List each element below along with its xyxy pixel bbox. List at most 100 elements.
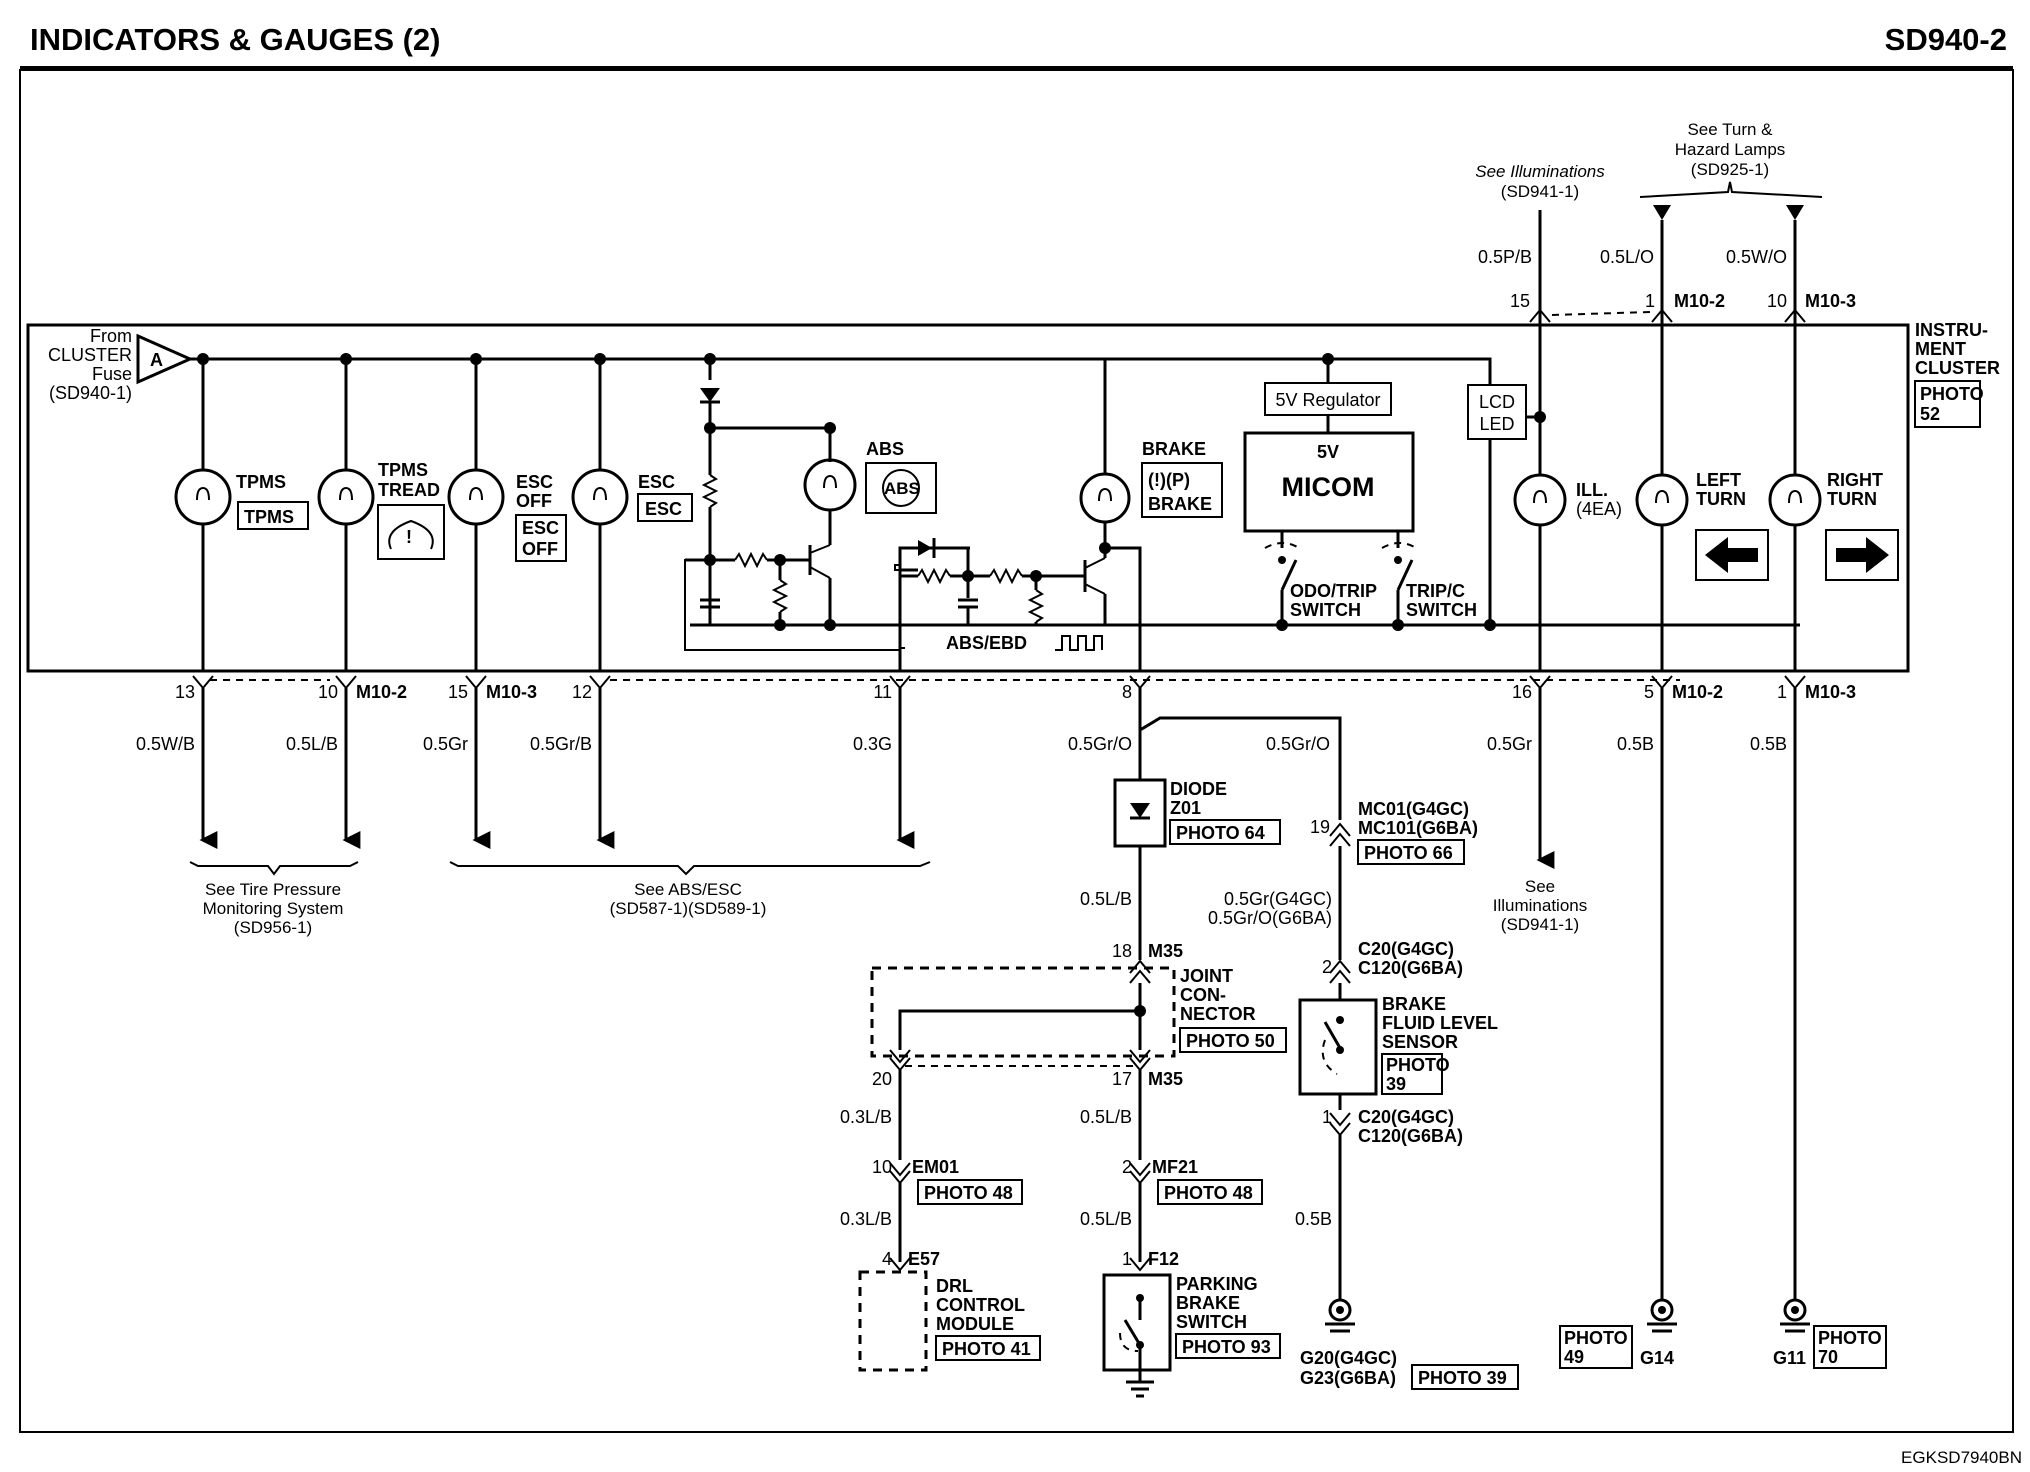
esc-off-badge-1: ESC (522, 518, 559, 538)
resistor-symbol (771, 579, 789, 613)
bulb-filament (593, 486, 607, 501)
tripc-switch-blade (1396, 559, 1414, 591)
mc01-wire-in: 0.5Gr/O (1266, 734, 1330, 754)
transistor-collector (809, 544, 831, 554)
abs-ref-1: See ABS/ESC (634, 880, 742, 899)
diode-photo-box (1169, 819, 1281, 845)
right-conn: MF21 (1152, 1157, 1198, 1177)
connector-chevron (889, 1162, 911, 1177)
tpms-tread-label-1: TPMS (378, 460, 428, 480)
bottom-pin-8: 8 (1122, 682, 1132, 702)
g20-photo: PHOTO 39 (1418, 1368, 1507, 1388)
connector-chevron (889, 1057, 911, 1072)
g14-photo-1: PHOTO (1564, 1328, 1628, 1348)
connector-chevron (465, 675, 487, 690)
esc-label: ESC (638, 472, 675, 492)
wire-0-5w-b: 0.5W/B (136, 734, 195, 754)
wire-0-3g: 0.3G (853, 734, 892, 754)
connector-chevron (889, 1170, 911, 1185)
g14-ground-icon (1650, 1298, 1674, 1322)
drl-label-1: DRL (936, 1276, 973, 1296)
fuse-letter: A (150, 350, 163, 370)
brake-label: BRAKE (1142, 439, 1206, 459)
transistor-emitter (809, 566, 831, 579)
illum-ref-1: See Illuminations (1475, 162, 1605, 181)
ill-label-1: ILL. (1576, 480, 1608, 500)
wire-0-5b-g14: 0.5B (1617, 734, 1654, 754)
joint-label-3: NECTOR (1180, 1004, 1256, 1024)
top-conn-m10-3: M10-3 (1805, 291, 1856, 311)
right-wire-1: 0.5L/B (1080, 1107, 1132, 1127)
top-wire-10: 0.5W/O (1726, 247, 1787, 267)
right-turn-ref-arrow (1786, 205, 1804, 220)
odo-switch-blade (1280, 559, 1298, 591)
ebd-diode-symbol (918, 540, 932, 556)
diode-label-1: DIODE (1170, 779, 1227, 799)
from-label-2: CLUSTER (48, 345, 132, 365)
brake-sensor-label-3: SENSOR (1382, 1032, 1458, 1052)
top-wire-1: 0.5L/O (1600, 247, 1654, 267)
g14-photo-2: 49 (1564, 1347, 1584, 1367)
tpms-badge (237, 501, 309, 530)
diode-photo: PHOTO 64 (1176, 823, 1265, 843)
abs-node (824, 619, 836, 631)
abs-node (774, 619, 786, 631)
wire-0-5gr: 0.5Gr (423, 734, 468, 754)
connector-chevron (889, 1257, 911, 1272)
g20-photo-box (1411, 1364, 1519, 1390)
drl-module-box (858, 1270, 928, 1372)
mc01-name-2: MC101(G6BA) (1358, 818, 1478, 838)
mc01-photo-box (1357, 839, 1465, 865)
switch-contact (1394, 556, 1402, 564)
left-wire-1: 0.3L/B (840, 1107, 892, 1127)
bottom-pin-16: 16 (1512, 682, 1532, 702)
right-pin-2: 1 (1122, 1249, 1132, 1269)
pulse-signal-icon (1055, 635, 1103, 651)
abs-label: ABS (866, 439, 904, 459)
tripc-switch-link (1381, 542, 1417, 549)
brake-sensor-photo-2: 39 (1386, 1074, 1406, 1094)
led-label: LED (1479, 414, 1514, 434)
ill-bulb (1513, 473, 1567, 527)
footer-code: EGKSD7940BN (1901, 1448, 2022, 1467)
transistor-collector (1084, 557, 1106, 569)
esc-off-label-2: OFF (516, 491, 552, 511)
esc-off-label-1: ESC (516, 472, 553, 492)
bottom-pin-1: 1 (1777, 682, 1787, 702)
g11-photo-1: PHOTO (1818, 1328, 1882, 1348)
switch-contact (1336, 1046, 1344, 1054)
tpms-ref-2: Monitoring System (203, 899, 344, 918)
cluster-photo-2: 52 (1920, 404, 1940, 424)
c20a-name-1: C20(G4GC) (1358, 939, 1454, 959)
abs-node (704, 554, 716, 566)
cluster-photo-box (1914, 380, 1981, 428)
bottom-pin-5: 5 (1644, 682, 1654, 702)
left-pin-2: 4 (882, 1249, 892, 1269)
page-code: SD940-2 (1885, 22, 2007, 57)
connector-chevron (1529, 675, 1551, 690)
tpms-tread-label-2: TREAD (378, 480, 440, 500)
connector-chevron (1329, 969, 1351, 984)
esc-badge-text: ESC (645, 499, 682, 519)
parking-brake-switch-box (1102, 1273, 1172, 1372)
tpms-ref-bracket (189, 861, 359, 876)
switch-contact (1278, 556, 1286, 564)
connector-chevron (1329, 832, 1351, 847)
left-turn-ref-arrow (1653, 205, 1671, 220)
joint-wire (898, 1009, 1140, 1050)
tpms-label: TPMS (236, 472, 286, 492)
left-turn-label-1: LEFT (1696, 470, 1741, 490)
wire-0-5l-b: 0.5L/B (286, 734, 338, 754)
bulb-filament (1533, 489, 1547, 504)
c20a-name-2: C120(G6BA) (1358, 958, 1463, 978)
connector-chevron (1129, 1057, 1151, 1072)
parking-label-1: PARKING (1176, 1274, 1258, 1294)
tripc-switch-label-2: SWITCH (1406, 600, 1477, 620)
c20a-pin: 2 (1322, 957, 1332, 977)
g20-name-1: G20(G4GC) (1300, 1348, 1397, 1368)
right-turn-label-1: RIGHT (1827, 470, 1883, 490)
c20b-wire: 0.5B (1295, 1209, 1332, 1229)
illum-bottom-ref-2: Illuminations (1493, 896, 1588, 915)
brake-badge-text-2: BRAKE (1148, 494, 1212, 514)
joint-label-1: JOINT (1180, 966, 1233, 986)
